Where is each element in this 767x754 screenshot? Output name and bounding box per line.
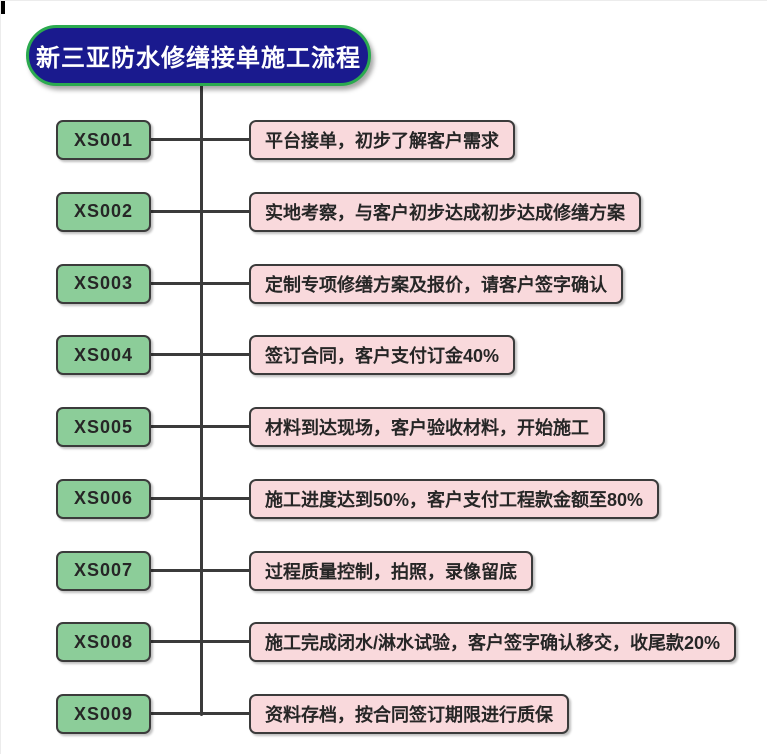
step-code-box[interactable]: XS009 — [56, 694, 151, 734]
flow-step-row: XS005 材料到达现场，客户验收材料，开始施工 — [1, 407, 767, 447]
step-desc-box[interactable]: 签订合同，客户支付订金40% — [249, 335, 516, 376]
flow-step-row: XS009 资料存档，按合同签订期限进行质保 — [1, 694, 767, 734]
step-desc-box[interactable]: 过程质量控制，拍照，录像留底 — [249, 550, 533, 591]
flow-step-row: XS008 施工完成闭水/淋水试验，客户签字确认移交，收尾款20% — [1, 622, 767, 663]
step-desc-label: 施工进度达到50%，客户支付工程款金额至80% — [265, 489, 644, 510]
step-desc-label: 资料存档，按合同签订期限进行质保 — [265, 705, 553, 725]
step-desc-box[interactable]: 施工进度达到50%，客户支付工程款金额至80% — [249, 478, 660, 519]
step-connector-line — [151, 425, 251, 428]
flow-step-row: XS006 施工进度达到50%，客户支付工程款金额至80% — [1, 478, 767, 519]
step-desc-box[interactable]: 实地考察，与客户初步达成初步达成修缮方案 — [249, 191, 641, 232]
flow-step-row: XS002 实地考察，与客户初步达成初步达成修缮方案 — [1, 191, 767, 232]
step-desc-box[interactable]: 平台接单，初步了解客户需求 — [249, 120, 515, 160]
step-connector-line — [151, 209, 251, 213]
step-desc-label: 实地考察，与客户初步达成初步达成修缮方案 — [265, 202, 625, 223]
step-desc-label: 材料到达现场，客户验收材料，开始施工 — [265, 418, 589, 438]
step-desc-box[interactable]: 定制专项修缮方案及报价，请客户签字确认 — [249, 263, 623, 304]
step-desc-label: 签订合同，客户支付订金40% — [265, 346, 500, 367]
step-connector-line — [151, 281, 251, 285]
step-connector-line — [151, 496, 251, 500]
step-desc-label: 施工完成闭水/淋水试验，客户签字确认移交，收尾款20% — [265, 633, 721, 654]
step-code-label: XS008 — [73, 631, 134, 652]
step-code-label: XS006 — [73, 488, 134, 509]
step-code-box[interactable]: XS003 — [56, 263, 151, 304]
step-code-box[interactable]: XS008 — [56, 622, 151, 663]
step-code-label: XS001 — [73, 129, 134, 150]
step-connector-line — [151, 138, 251, 141]
flow-title-node[interactable]: 新三亚防水修缮接单施工流程 — [26, 25, 371, 86]
step-desc-box[interactable]: 材料到达现场，客户验收材料，开始施工 — [249, 407, 605, 447]
step-code-box[interactable]: XS007 — [56, 550, 151, 591]
step-connector-line — [151, 712, 251, 715]
flow-step-row: XS004 签订合同，客户支付订金40% — [1, 335, 767, 376]
step-desc-label: 过程质量控制，拍照，录像留底 — [265, 561, 517, 582]
step-code-box[interactable]: XS004 — [56, 335, 151, 376]
flow-step-row: XS001 平台接单，初步了解客户需求 — [1, 120, 767, 160]
step-code-label: XS003 — [73, 273, 134, 293]
step-connector-line — [151, 568, 251, 572]
step-code-label: XS004 — [73, 344, 134, 365]
flow-step-row: XS007 过程质量控制，拍照，录像留底 — [1, 550, 767, 591]
step-desc-label: 定制专项修缮方案及报价，请客户签字确认 — [265, 274, 607, 295]
step-desc-box[interactable]: 资料存档，按合同签订期限进行质保 — [249, 694, 569, 734]
step-code-box[interactable]: XS006 — [56, 478, 151, 519]
flow-trunk-line — [200, 85, 203, 716]
flow-step-row: XS003 定制专项修缮方案及报价，请客户签字确认 — [1, 263, 767, 304]
step-desc-box[interactable]: 施工完成闭水/淋水试验，客户签字确认移交，收尾款20% — [249, 622, 737, 663]
step-connector-line — [151, 353, 251, 357]
step-code-label: XS002 — [73, 201, 134, 222]
step-code-label: XS005 — [73, 416, 134, 437]
flow-title-label: 新三亚防水修缮接单施工流程 — [36, 45, 361, 72]
step-connector-line — [151, 640, 251, 644]
step-code-label: XS009 — [73, 703, 134, 724]
step-code-label: XS007 — [73, 560, 134, 580]
step-code-box[interactable]: XS002 — [56, 191, 151, 232]
step-desc-label: 平台接单，初步了解客户需求 — [265, 131, 499, 151]
step-code-box[interactable]: XS001 — [56, 120, 151, 160]
step-code-box[interactable]: XS005 — [56, 407, 151, 447]
screen-corner-artifact — [1, 1, 5, 14]
